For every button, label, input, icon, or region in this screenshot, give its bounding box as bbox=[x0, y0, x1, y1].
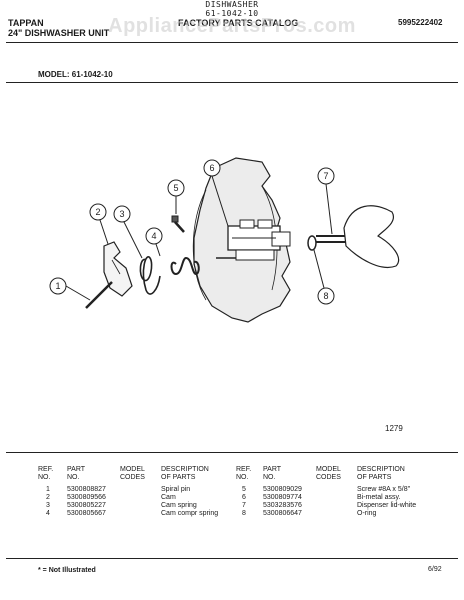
screw bbox=[171, 215, 185, 233]
catalog-number: 5995222402 bbox=[398, 18, 443, 27]
cam bbox=[103, 241, 133, 297]
callout-1: 1 bbox=[49, 277, 67, 295]
callout-7: 7 bbox=[317, 167, 335, 185]
header-model-heading: DISHWASHER 61-1042-10 bbox=[0, 0, 464, 18]
spiral-pin bbox=[85, 281, 113, 309]
diagram-code: 1279 bbox=[385, 424, 403, 433]
cam-spring bbox=[139, 256, 161, 295]
col-model: MODEL CODES bbox=[120, 466, 145, 481]
catalog-title: FACTORY PARTS CATALOG bbox=[178, 18, 299, 28]
col-desc: DESCRIPTION OF PARTS bbox=[161, 466, 209, 481]
col-part: PART NO. bbox=[67, 466, 86, 481]
callout-3: 3 bbox=[113, 205, 131, 223]
o-ring bbox=[307, 235, 317, 251]
callout-6: 6 bbox=[203, 159, 221, 177]
exploded-parts-diagram: 1 2 3 4 5 6 7 8 bbox=[49, 157, 400, 323]
callout-8: 8 bbox=[317, 287, 335, 305]
svg-text:2: 2 bbox=[95, 207, 100, 217]
cam-compression-spring bbox=[170, 256, 200, 276]
brand-name: TAPPAN bbox=[8, 18, 44, 28]
header-model-number: 61-1042-10 bbox=[205, 9, 259, 18]
callout-5: 5 bbox=[167, 179, 185, 197]
parts-table-right: REF. NO. PART NO. MODEL CODES DESCRIPTIO… bbox=[236, 466, 419, 518]
svg-text:3: 3 bbox=[119, 209, 124, 219]
col-model: MODEL CODES bbox=[316, 466, 341, 481]
svg-text:7: 7 bbox=[323, 171, 328, 181]
svg-text:1: 1 bbox=[55, 281, 60, 291]
callout-2: 2 bbox=[89, 203, 107, 221]
svg-text:6: 6 bbox=[209, 163, 214, 173]
table-bottom-divider bbox=[6, 558, 458, 559]
brand-block: TAPPAN 24" DISHWASHER UNIT bbox=[8, 18, 109, 38]
col-ref: REF. NO. bbox=[236, 466, 252, 481]
svg-text:4: 4 bbox=[151, 231, 156, 241]
model-label: MODEL: 61-1042-10 bbox=[38, 70, 113, 79]
col-desc: DESCRIPTION OF PARTS bbox=[357, 466, 405, 481]
callout-4: 4 bbox=[145, 227, 163, 245]
col-part: PART NO. bbox=[263, 466, 282, 481]
table-top-divider bbox=[6, 452, 458, 453]
bi-metal-assembly bbox=[216, 219, 291, 261]
svg-text:8: 8 bbox=[323, 291, 328, 301]
header-product-type: DISHWASHER bbox=[205, 0, 259, 9]
not-illustrated-note: * = Not Illustrated bbox=[38, 567, 96, 574]
model-divider bbox=[6, 82, 458, 83]
parts-table-left: REF. NO. PART NO. MODEL CODES DESCRIPTIO… bbox=[38, 466, 221, 518]
table-header-row: REF. NO. PART NO. MODEL CODES DESCRIPTIO… bbox=[236, 466, 419, 482]
svg-text:5: 5 bbox=[173, 183, 178, 193]
brand-product: 24" DISHWASHER UNIT bbox=[8, 28, 110, 38]
dispenser-lid bbox=[316, 205, 400, 268]
header-divider bbox=[6, 42, 458, 43]
table-header-row: REF. NO. PART NO. MODEL CODES DESCRIPTIO… bbox=[38, 466, 221, 482]
col-ref: REF. NO. bbox=[38, 466, 54, 481]
revision-date: 6/92 bbox=[428, 566, 442, 573]
